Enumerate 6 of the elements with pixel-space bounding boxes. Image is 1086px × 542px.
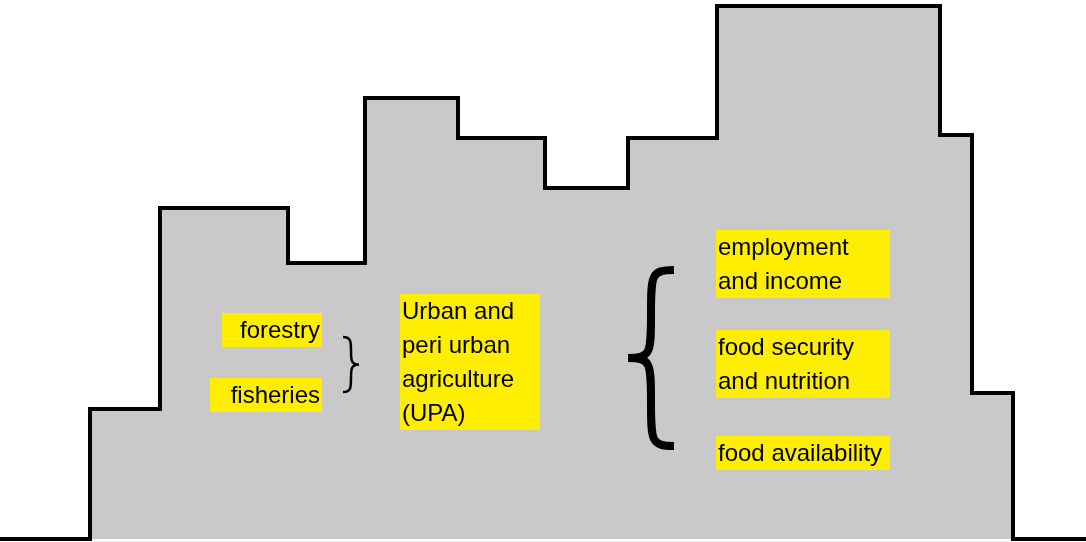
highlighted-label: food security and nutrition (716, 330, 890, 398)
highlighted-label: forestry (222, 313, 322, 347)
highlighted-label: fisheries (210, 378, 322, 412)
highlighted-label: Urban and peri urban agriculture (UPA) (400, 294, 540, 430)
highlighted-label: food availability (716, 436, 890, 470)
highlighted-label: employment and income (716, 230, 890, 298)
